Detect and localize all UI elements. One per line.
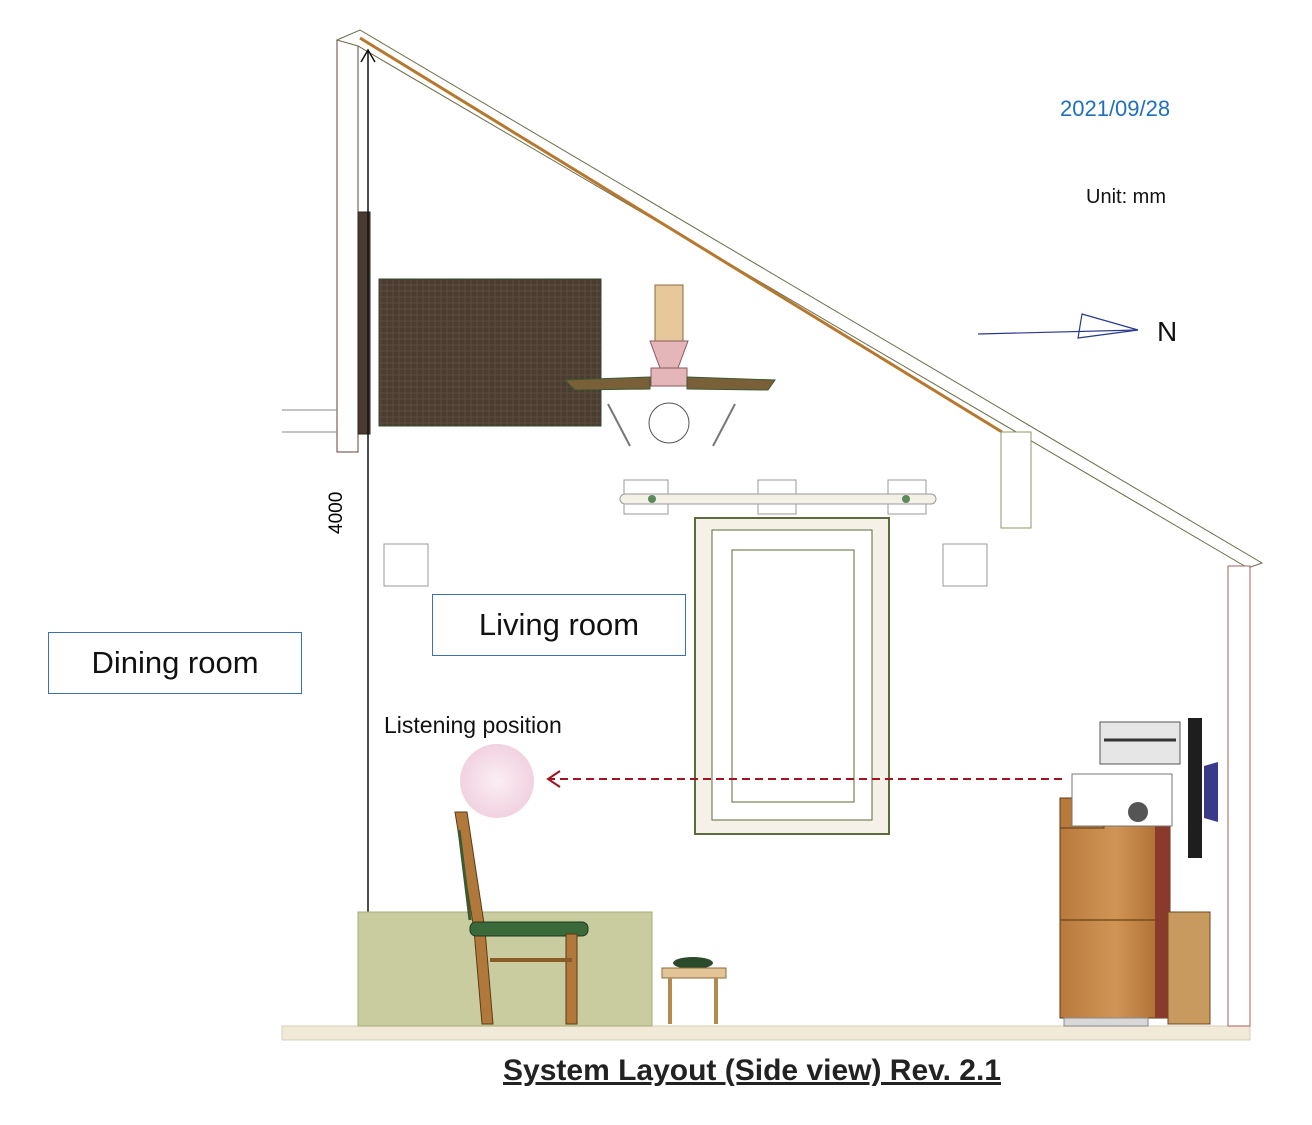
listening-position-label: Listening position bbox=[384, 712, 562, 738]
north-label: N bbox=[1157, 316, 1178, 347]
height-dimension bbox=[360, 48, 376, 1024]
curtain-rail bbox=[619, 479, 937, 515]
living-room-label: Living room bbox=[432, 594, 686, 656]
left-wall bbox=[336, 39, 359, 453]
ceiling-fan bbox=[563, 284, 776, 447]
dining-room-label: Dining room bbox=[48, 632, 302, 694]
dining-room-text: Dining room bbox=[91, 645, 259, 680]
side-table bbox=[661, 957, 727, 1024]
window bbox=[694, 517, 890, 835]
unit-label: Unit: mm bbox=[1086, 186, 1166, 208]
living-room-text: Living room bbox=[478, 607, 640, 642]
floor bbox=[281, 1025, 1251, 1041]
diagram-caption: System Layout (Side view) Rev. 2.1 bbox=[503, 1054, 1001, 1087]
ceiling-beam bbox=[359, 36, 1003, 434]
sound-direction-arrow bbox=[546, 770, 1062, 788]
date-label: 2021/09/28 bbox=[1060, 96, 1171, 121]
acoustic-panel bbox=[378, 278, 602, 427]
north-arrow-icon bbox=[977, 313, 1139, 339]
height-dimension-label: 4000 bbox=[326, 491, 347, 534]
wall-speaker-right bbox=[942, 543, 988, 587]
right-wall bbox=[1227, 565, 1251, 1027]
listening-position-marker bbox=[460, 744, 534, 818]
wall-speaker-left bbox=[383, 543, 429, 587]
chair bbox=[454, 811, 589, 1025]
audio-system bbox=[1059, 718, 1218, 1027]
wall-acoustic-strip bbox=[357, 211, 371, 435]
ceiling-support bbox=[1000, 431, 1032, 529]
